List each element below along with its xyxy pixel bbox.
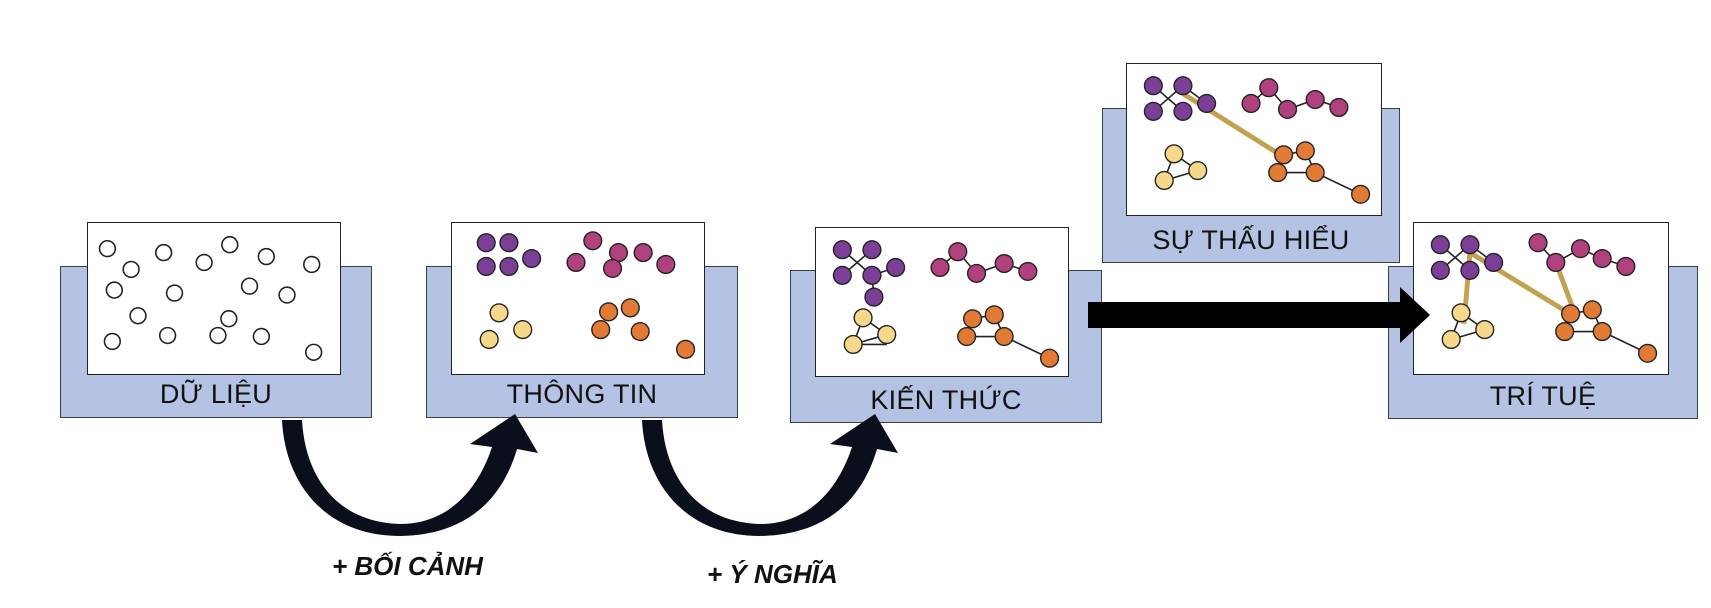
data-dot [154, 243, 173, 262]
purple-cluster [832, 240, 906, 307]
grouped-dots [476, 231, 696, 359]
data-dot [103, 332, 122, 351]
data-dot [158, 326, 177, 345]
data-dot [105, 281, 124, 299]
stage-data-label: DỮ LIỆU [159, 379, 273, 409]
connected-dots [832, 240, 1060, 368]
stage-insight-card [1126, 63, 1382, 216]
wisdom-network [1430, 233, 1658, 363]
purple-group [476, 233, 542, 276]
curved-arrow-icon [282, 414, 538, 536]
data-dot [195, 253, 213, 272]
stage-wisdom-label: TRÍ TUỆ [1489, 381, 1597, 411]
data-dot [278, 286, 296, 304]
data-dot [252, 327, 271, 346]
stage-wisdom-card [1413, 222, 1669, 375]
scattered-dots [98, 236, 323, 361]
data-dot [129, 307, 147, 325]
stage-knowledge-label: KIẾN THỨC [870, 385, 1022, 415]
orange-loop [957, 305, 1060, 368]
yellow-triangle [843, 308, 897, 354]
stage-data-card [87, 222, 341, 375]
magenta-group [566, 231, 676, 278]
data-dot [220, 310, 238, 328]
magenta-chain [930, 242, 1038, 283]
data-dot [257, 247, 275, 266]
data-dot [303, 255, 321, 274]
stage-knowledge-card [815, 227, 1069, 377]
transition-context-label: + BỐI CẢNH [332, 551, 483, 581]
orange-group [591, 298, 696, 359]
data-dot [304, 343, 323, 361]
insight-network [1143, 76, 1371, 204]
data-dot [98, 239, 117, 258]
stage-information-card [451, 222, 705, 375]
stage-insight-label: SỰ THẤU HIỂU [1152, 225, 1350, 255]
curved-arrow-icon [642, 414, 898, 536]
data-dot [221, 236, 239, 254]
long-arrow-icon [1088, 287, 1430, 343]
stage-information-label: THÔNG TIN [506, 379, 658, 409]
transition-meaning-label: + Ý NGHĨA [707, 559, 838, 589]
data-dot [209, 326, 227, 345]
data-dot [240, 277, 259, 295]
data-dot [122, 260, 140, 279]
data-dot [165, 284, 184, 302]
yellow-group [479, 303, 533, 350]
